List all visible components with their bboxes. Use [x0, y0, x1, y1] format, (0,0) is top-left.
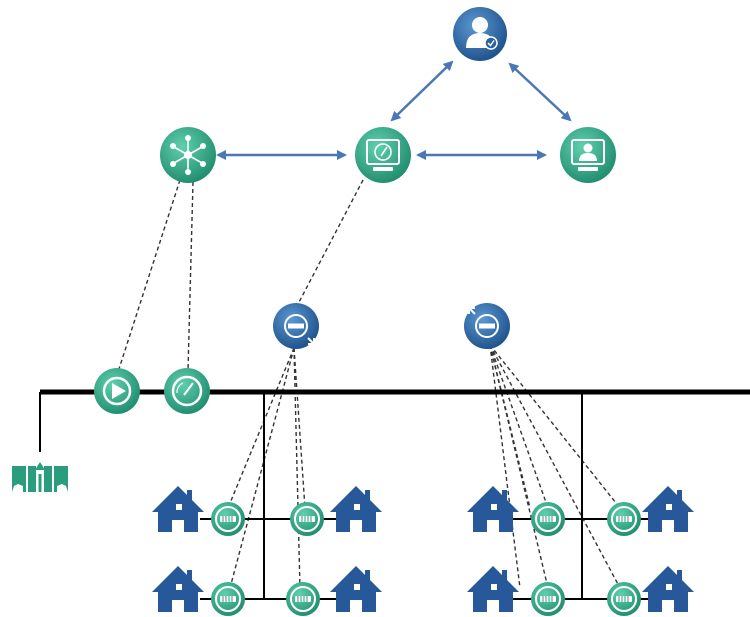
arrow-user-operator: [508, 62, 572, 122]
house-icon: [642, 566, 694, 612]
house-icon: [642, 486, 694, 532]
water-source-icon: [12, 462, 68, 492]
link-conc-a-meter-2: [293, 347, 306, 509]
link-conc-a-meter-1: [227, 347, 295, 509]
network-hub-icon[interactable]: [160, 127, 216, 183]
house-icon: [467, 486, 519, 532]
user-check-icon[interactable]: [453, 7, 507, 61]
transceiver-down-icon[interactable]: [273, 303, 319, 349]
water-meter-icon[interactable]: [531, 582, 565, 616]
water-meter-icon[interactable]: [531, 502, 565, 536]
link-conc-b-meter-1: [489, 344, 549, 509]
house-icon: [152, 566, 204, 612]
pipe-network: [39, 389, 750, 600]
link-conc-b-meter-4: [489, 344, 621, 589]
house-icon: [467, 566, 519, 612]
water-meter-icon[interactable]: [211, 502, 245, 536]
water-meter-icon[interactable]: [211, 582, 245, 616]
house-icon: [152, 486, 204, 532]
communication-arrows: [216, 60, 572, 160]
wireless-links: [117, 179, 621, 589]
link-hub-flowmeter: [187, 181, 194, 371]
arrow-user-controller: [390, 60, 454, 122]
transceiver-up-icon[interactable]: [464, 303, 510, 349]
flow-meter-icon[interactable]: [164, 368, 210, 414]
water-meters: [211, 502, 641, 616]
water-meter-icon[interactable]: [607, 502, 641, 536]
pump-icon[interactable]: [94, 368, 140, 414]
houses: [152, 486, 694, 612]
monitor-user-icon[interactable]: [560, 127, 616, 183]
link-controller-concentrator-a: [296, 179, 364, 307]
house-icon: [330, 486, 382, 532]
water-meter-icon[interactable]: [290, 502, 324, 536]
water-meter-icon[interactable]: [286, 582, 320, 616]
link-conc-a-meter-3: [229, 347, 295, 589]
monitor-gauge-icon[interactable]: [355, 127, 411, 183]
link-hub-pump: [117, 179, 181, 373]
link-conc-b-meter-2: [489, 344, 621, 509]
water-meter-icon[interactable]: [607, 582, 641, 616]
link-conc-a-meter-4: [293, 347, 301, 589]
house-icon: [330, 566, 382, 612]
link-conc-b-meter-5: [489, 344, 521, 589]
